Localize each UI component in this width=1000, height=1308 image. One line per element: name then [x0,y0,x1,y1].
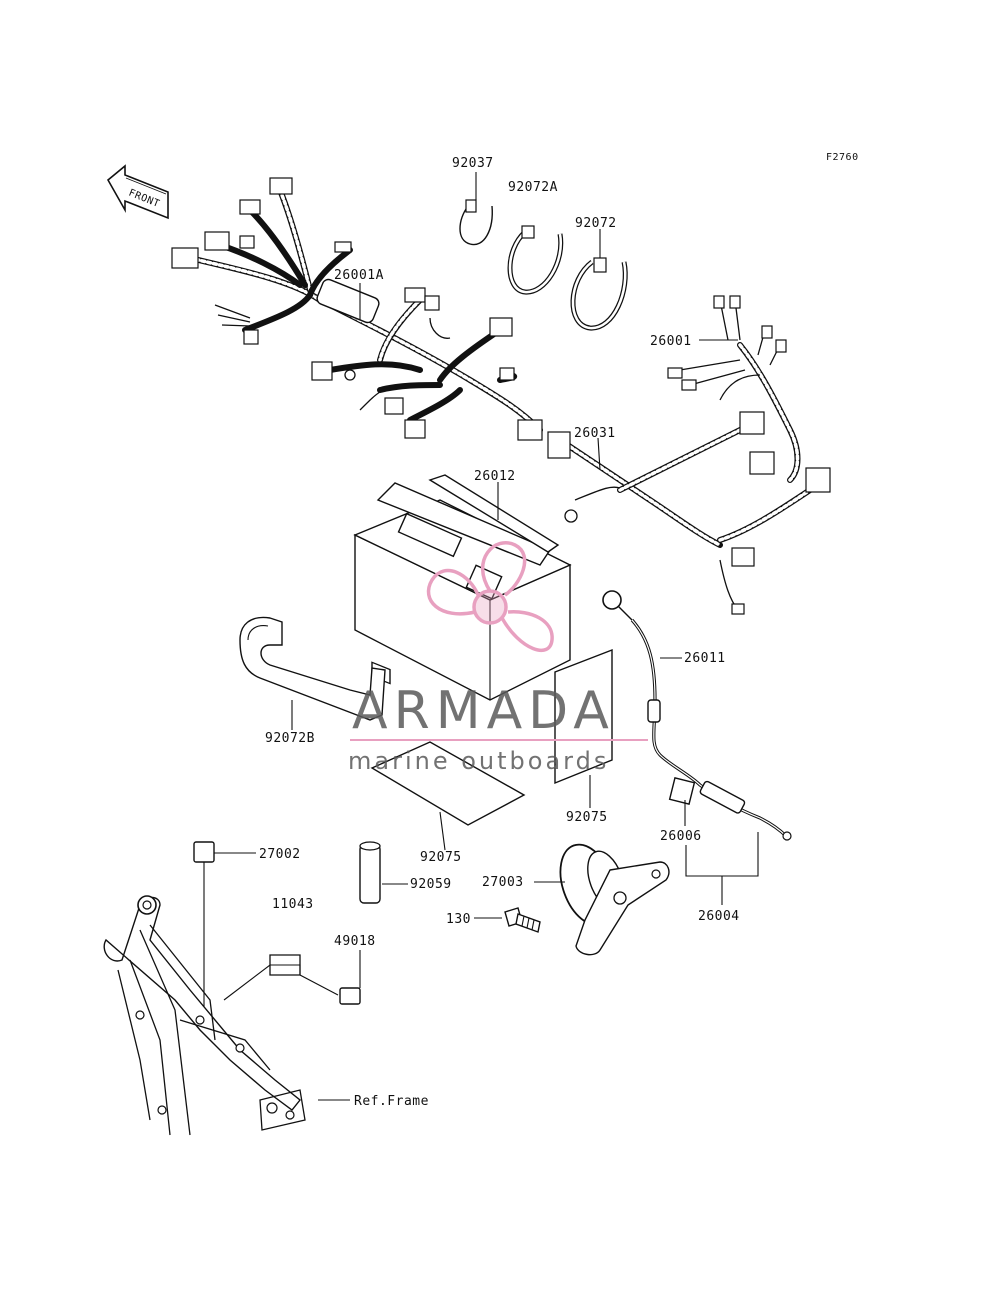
label-92072a: 92072A [508,180,558,195]
watermark-brand: ARMADA [352,681,615,741]
label-11043: 11043 [272,897,314,912]
pad-92075-upright [554,648,613,785]
label-49018: 49018 [334,934,376,949]
pad-92075-flat [370,741,526,826]
label-92075-flat: 92075 [420,850,462,865]
label-26001a: 26001A [334,268,384,283]
label-92075-upright: 92075 [566,810,608,825]
label-130: 130 [446,912,471,927]
part-49018 [339,987,361,1005]
clamp-92037 [459,199,493,246]
label-ref-frame: Ref.Frame [354,1094,429,1109]
relay-27002 [193,841,215,863]
sub-harness-26001 [547,295,831,615]
label-26004: 26004 [698,909,740,924]
figure-code: F2760 [826,152,859,163]
main-harness-26001a [171,177,543,441]
battery-26012 [353,474,572,701]
bolt-130 [504,907,541,933]
label-92072: 92072 [575,216,617,231]
sleeve-92059 [359,841,381,904]
clamp-92072 [570,257,628,331]
label-26031: 26031 [574,426,616,441]
leader-26031 [597,437,601,471]
battery-cable-26011 [602,590,792,841]
label-92037: 92037 [452,156,494,171]
clamp-92072a [507,225,564,295]
label-26006: 26006 [660,829,702,844]
front-arrow-icon: FRONT [106,164,169,220]
leader-49018-frame [223,964,339,1001]
battery-strap-92072b [239,616,386,721]
label-92059: 92059 [410,877,452,892]
armada-watermark: ARMADA marine outboards [348,541,648,775]
watermark-tagline: marine outboards [348,747,609,775]
label-26001: 26001 [650,334,692,349]
propeller-logo-icon [426,541,554,652]
label-92072b: 92072B [265,731,315,746]
horn-27003 [559,843,670,956]
label-27002: 27002 [259,847,301,862]
label-26011: 26011 [684,651,726,666]
label-27003: 27003 [482,875,524,890]
leader-92075-flat [439,811,446,851]
label-26012: 26012 [474,469,516,484]
frame-reference [103,895,306,1136]
